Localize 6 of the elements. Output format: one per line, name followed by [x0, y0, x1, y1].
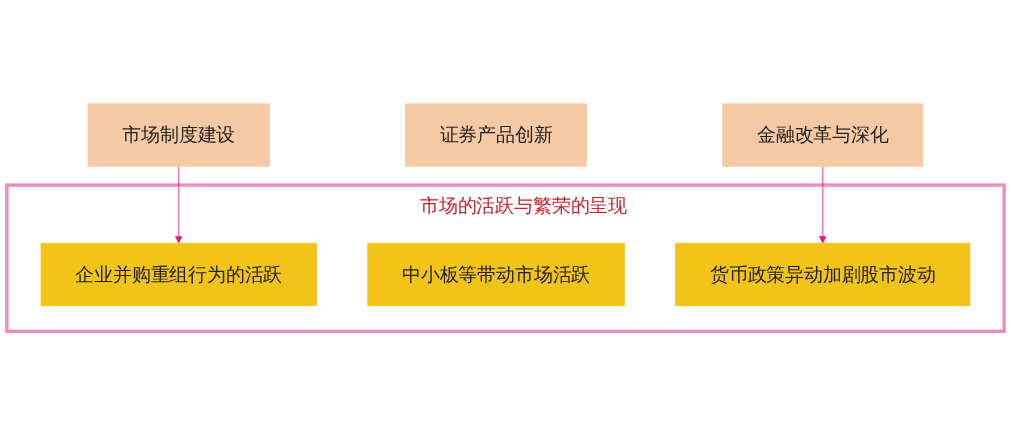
node-box: 证券产品创新: [405, 103, 588, 168]
node-box: 货币政策异动加剧股市波动: [675, 243, 971, 307]
node-box: 企业并购重组行为的活跃: [40, 243, 317, 307]
node-box: 中小板等带动市场活跃: [367, 243, 625, 307]
node-box: 金融改革与深化: [722, 103, 924, 168]
node-box: 市场制度建设: [87, 103, 270, 168]
